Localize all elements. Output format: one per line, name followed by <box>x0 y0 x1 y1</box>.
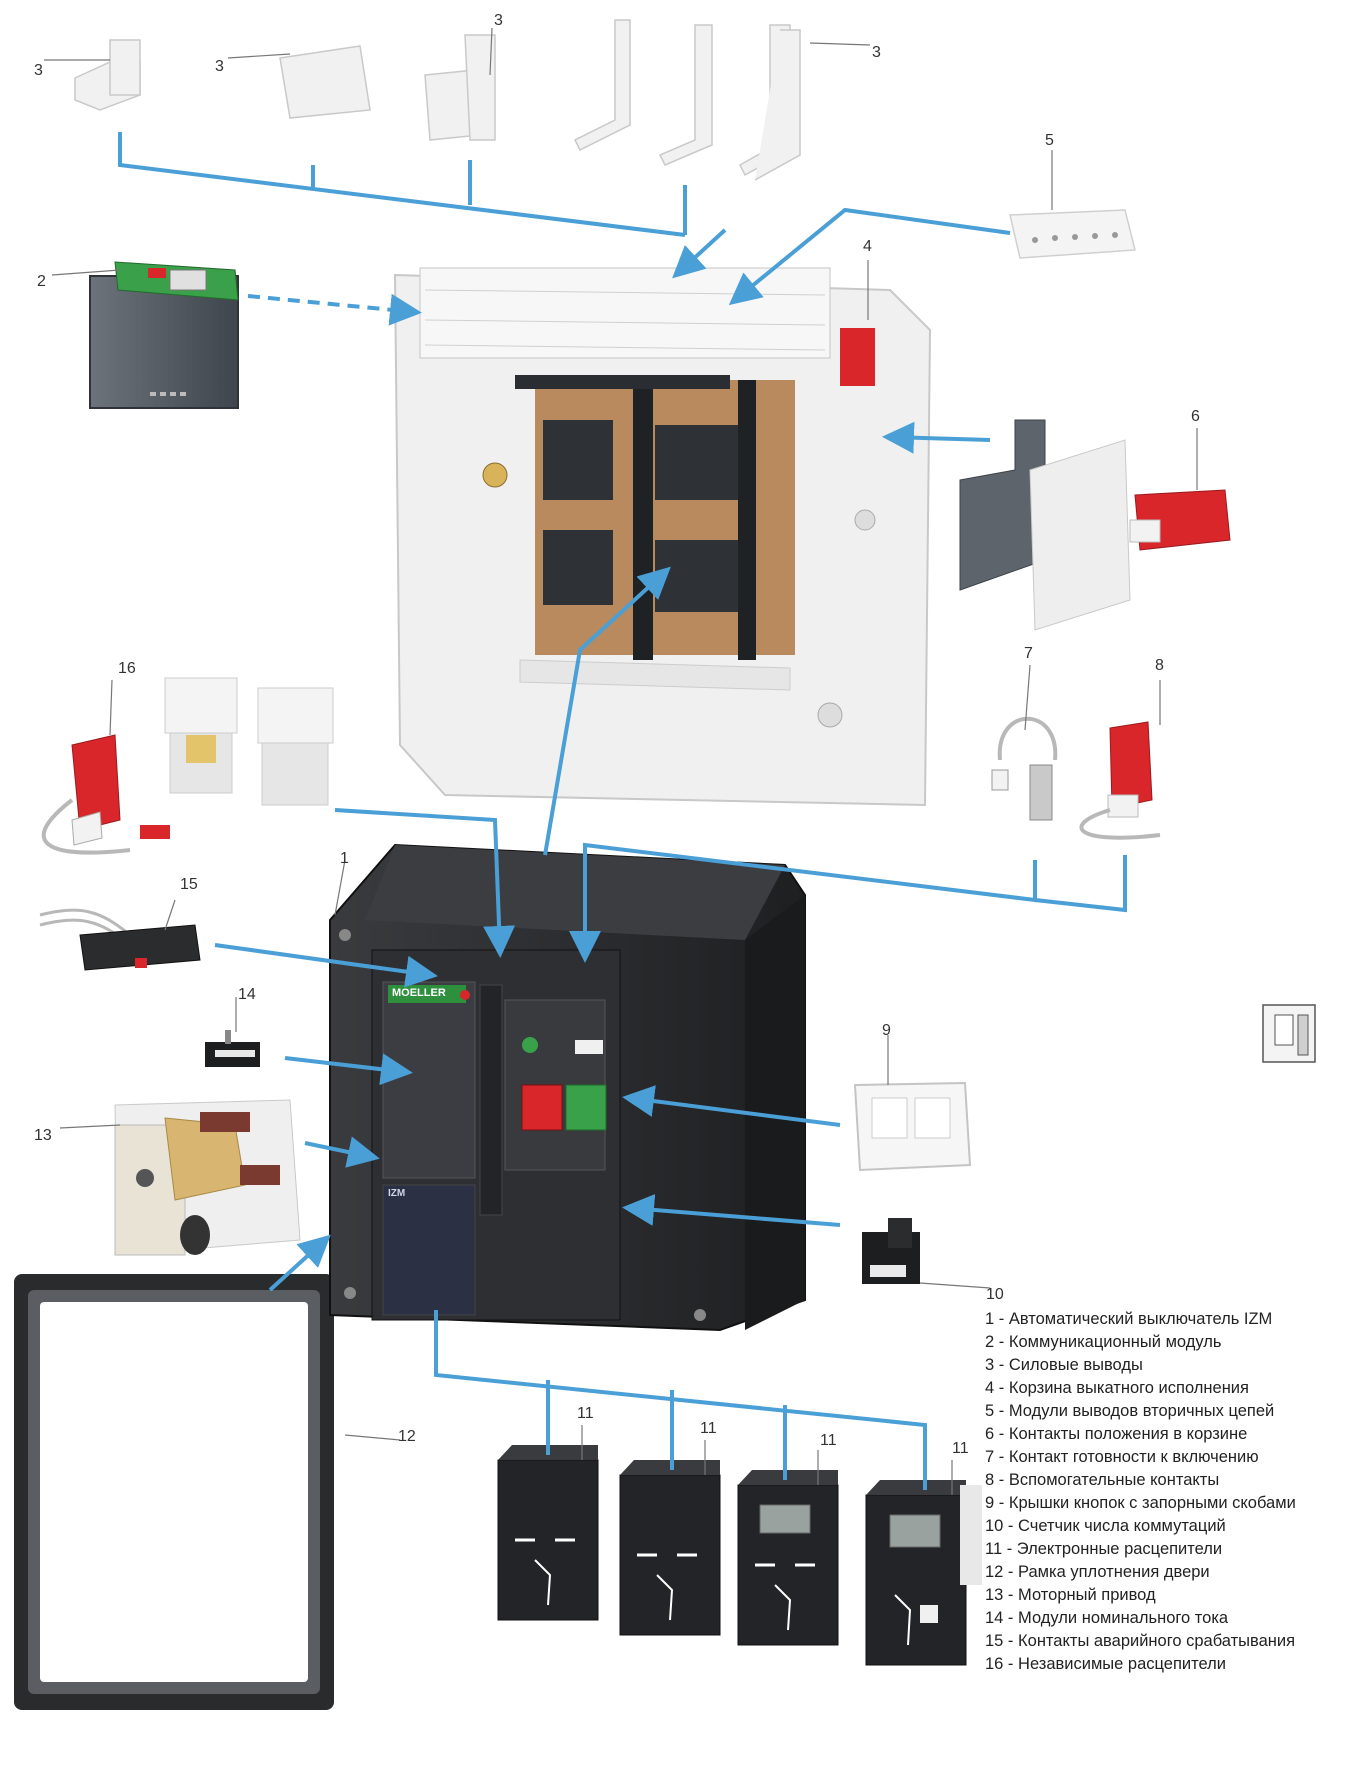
legend-item-number: 10 - <box>985 1517 1019 1535</box>
ready-to-close-contact <box>991 716 1058 821</box>
withdrawable-cradle <box>393 267 932 807</box>
legend-item-text: Корзина выкатного исполнения <box>1008 1379 1249 1397</box>
trip-alarm-contacts <box>39 908 201 971</box>
callout-13: 13 <box>34 1127 52 1144</box>
power-terminals <box>74 19 801 181</box>
legend-item-number: 6 - <box>985 1425 1009 1443</box>
shunt-releases <box>41 677 334 855</box>
operations-counter <box>862 1218 920 1284</box>
legend-item: 3 - Силовые выводы <box>985 1354 1340 1377</box>
callout-6: 6 <box>1191 408 1200 425</box>
legend-item-text: Контакты аварийного срабатывания <box>1018 1632 1296 1650</box>
breaker-brand-label: MOELLER <box>392 987 446 999</box>
legend-item: 6 - Контакты положения в корзине <box>985 1423 1340 1446</box>
legend-item-text: Крышки кнопок с запорными скобами <box>1008 1494 1296 1512</box>
legend-item-text: Контакт готовности к включению <box>1008 1448 1259 1466</box>
position-contacts <box>959 419 1231 631</box>
trip-unit-2 <box>619 1460 721 1636</box>
legend-item-text: Модули номинального тока <box>1018 1609 1229 1627</box>
legend-item-number: 5 - <box>985 1402 1009 1420</box>
callout-2: 2 <box>37 273 46 290</box>
callout-11: 11 <box>820 1432 837 1449</box>
button-covers <box>853 1081 972 1172</box>
secondary-terminal-module <box>1009 209 1136 259</box>
callout-10: 10 <box>986 1286 1004 1303</box>
callout-8: 8 <box>1155 657 1164 674</box>
legend-item: 5 - Модули выводов вторичных цепей <box>985 1400 1340 1423</box>
communication-module <box>89 261 239 409</box>
legend-item-number: 7 - <box>985 1448 1009 1466</box>
callout-3: 3 <box>872 44 881 61</box>
legend-item-text: Вспомогательные контакты <box>1008 1471 1220 1489</box>
legend-item-number: 14 - <box>985 1609 1019 1627</box>
legend-item: 9 - Крышки кнопок с запорными скобами <box>985 1492 1340 1515</box>
leader-lines <box>44 27 1198 1495</box>
legend-item-text: Рамка уплотнения двери <box>1018 1563 1210 1581</box>
door-sealing-frame <box>14 1274 334 1710</box>
callout-12: 12 <box>398 1428 416 1445</box>
connector-lines <box>118 132 1127 1490</box>
legend-item: 8 - Вспомогательные контакты <box>985 1469 1340 1492</box>
callout-3: 3 <box>34 62 43 79</box>
callout-3: 3 <box>215 58 224 75</box>
breaker-model-label: IZM <box>388 1188 406 1199</box>
legend-item: 12 - Рамка уплотнения двери <box>985 1561 1340 1584</box>
legend-item-text: Автоматический выключатель IZM <box>1008 1310 1273 1328</box>
legend-item: 7 - Контакт готовности к включению <box>985 1446 1340 1469</box>
legend-item-text: Независимые расцепители <box>1018 1655 1226 1673</box>
legend-item: 2 - Коммуникационный модуль <box>985 1331 1340 1354</box>
legend-item: 1 - Автоматический выключатель IZM <box>985 1308 1340 1331</box>
legend-item-text: Счетчик числа коммутаций <box>1018 1517 1226 1535</box>
legend-item: 15 - Контакты аварийного срабатывания <box>985 1630 1340 1653</box>
legend-item-number: 12 - <box>985 1563 1019 1581</box>
callout-1: 1 <box>340 850 349 867</box>
legend-item-text: Силовые выводы <box>1008 1356 1143 1374</box>
legend-item: 10 - Счетчик числа коммутаций <box>985 1515 1340 1538</box>
legend-item-number: 1 - <box>985 1310 1009 1328</box>
legend-item: 11 - Электронные расцепители <box>985 1538 1340 1561</box>
callout-15: 15 <box>180 876 198 893</box>
legend-item-number: 4 - <box>985 1379 1009 1397</box>
legend-item-number: 3 - <box>985 1356 1009 1374</box>
callout-11: 11 <box>577 1405 594 1422</box>
legend-item: 14 - Модули номинального тока <box>985 1607 1340 1630</box>
callout-16: 16 <box>118 660 136 677</box>
legend-item-number: 13 - <box>985 1586 1019 1604</box>
legend-item-text: Моторный привод <box>1018 1586 1156 1604</box>
breaker-thumbnail-icon <box>1262 1004 1316 1063</box>
legend-item: 16 - Независимые расцепители <box>985 1653 1340 1676</box>
legend-item-number: 2 - <box>985 1333 1009 1351</box>
callout-11: 11 <box>700 1420 717 1437</box>
callout-11: 11 <box>952 1440 969 1457</box>
air-circuit-breaker <box>329 843 806 1332</box>
trip-unit-1 <box>497 1445 599 1621</box>
legend-item-number: 16 - <box>985 1655 1019 1673</box>
callout-9: 9 <box>882 1022 891 1039</box>
callout-3: 3 <box>494 12 503 29</box>
callout-14: 14 <box>238 986 256 1003</box>
callout-5: 5 <box>1045 132 1054 149</box>
auxiliary-contacts <box>1079 721 1161 840</box>
legend-item: 4 - Корзина выкатного исполнения <box>985 1377 1340 1400</box>
motor-operator <box>114 1099 301 1256</box>
callout-4: 4 <box>863 238 872 255</box>
trip-unit-3 <box>737 1470 839 1646</box>
trip-unit-4 <box>865 1480 982 1666</box>
legend-item-number: 11 - <box>985 1540 1017 1558</box>
rated-current-module <box>205 1030 260 1067</box>
legend-item-text: Контакты положения в корзине <box>1008 1425 1248 1443</box>
legend-item-text: Электронные расцепители <box>1016 1540 1223 1558</box>
legend-item-text: Модули выводов вторичных цепей <box>1008 1402 1275 1420</box>
legend-item: 13 - Моторный привод <box>985 1584 1340 1607</box>
legend-item-text: Коммуникационный модуль <box>1008 1333 1222 1351</box>
legend-item-number: 8 - <box>985 1471 1009 1489</box>
trip-units <box>497 1445 982 1666</box>
callout-7: 7 <box>1024 645 1033 662</box>
legend-item-number: 9 - <box>985 1494 1009 1512</box>
legend-item-number: 15 - <box>985 1632 1019 1650</box>
